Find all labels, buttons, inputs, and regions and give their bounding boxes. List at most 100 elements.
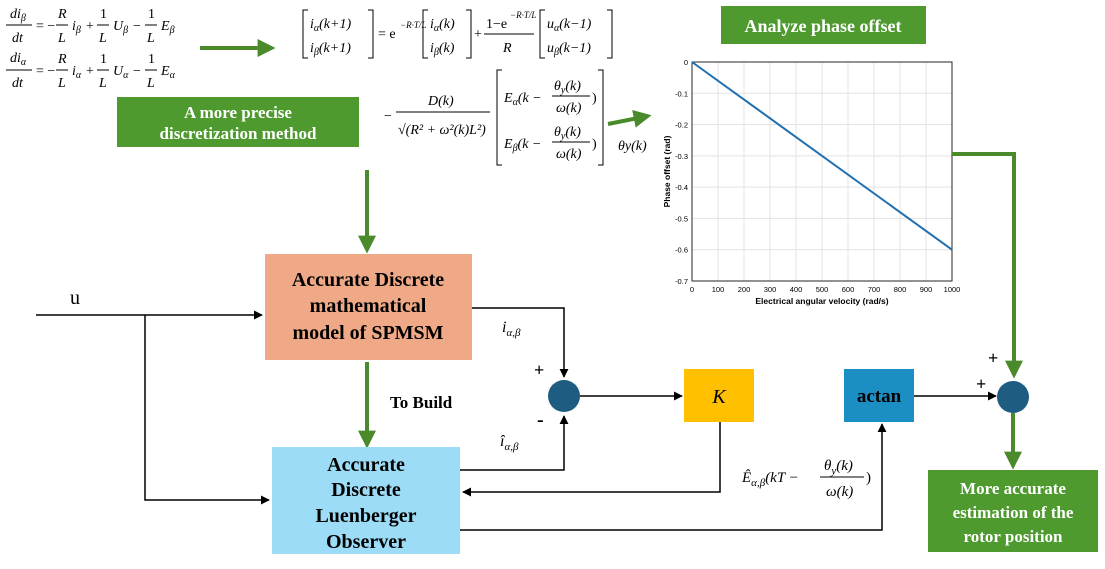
analyze-phase-box (721, 6, 926, 44)
svg-text:L: L (57, 31, 66, 46)
svg-text:1: 1 (148, 7, 155, 22)
svg-text:Eα: Eα (160, 64, 176, 81)
svg-text:ω(k): ω(k) (556, 147, 582, 162)
discrete-model-equation: iα(k+1) iβ(k+1) = e −R·T/L iα(k) iβ(k) +… (302, 9, 613, 166)
junction1-minus: - (537, 409, 544, 431)
svg-text:L: L (146, 31, 155, 46)
svg-text:dt: dt (12, 31, 24, 46)
model-current-arrow (472, 307, 569, 378)
y-tick-label: -0.5 (675, 214, 688, 223)
junction1-plus: + (534, 360, 544, 380)
svg-text:Eβ: Eβ (160, 19, 175, 36)
svg-text:L: L (98, 76, 107, 91)
x-tick-label: 100 (712, 285, 725, 294)
observer-box (272, 447, 460, 554)
svg-text:Êα,β(kT −: Êα,β(kT − (741, 469, 799, 489)
svg-text:uβ(k−1): uβ(k−1) (547, 41, 591, 58)
svg-text:−R·T/L: −R·T/L (400, 20, 426, 30)
output-line-1: More accurate (960, 479, 1066, 498)
svg-text:−: − (133, 64, 141, 79)
x-axis-label: Electrical angular velocity (rad/s) (755, 296, 888, 306)
svg-text:1: 1 (100, 52, 107, 67)
svg-text:iα(k): iα(k) (430, 17, 455, 34)
x-tick-label: 800 (894, 285, 907, 294)
discretization-line-1: A more precise (184, 103, 292, 122)
observer-current-arrow (460, 415, 569, 471)
gain-to-observer-arrow (462, 422, 721, 497)
measured-current-label: iα,β (502, 319, 521, 339)
y-tick-label: -0.7 (675, 277, 688, 286)
svg-text:Eβ(k −: Eβ(k − (503, 137, 541, 154)
svg-text:+: + (86, 64, 94, 79)
output-line-3: rotor position (963, 527, 1063, 546)
svg-text:= −: = − (36, 64, 55, 79)
svg-text:1: 1 (100, 7, 107, 22)
error-summing-junction (548, 380, 580, 412)
to-build-label: To Build (390, 393, 453, 412)
svg-text:ω(k): ω(k) (556, 101, 582, 116)
position-summing-junction (997, 381, 1029, 413)
theta-arrow (607, 109, 652, 128)
gain-box (684, 369, 754, 422)
x-tick-label: 700 (868, 285, 881, 294)
discretization-box (117, 97, 359, 147)
estimated-current-label: îα,β (500, 433, 519, 453)
svg-text:= e: = e (378, 27, 396, 42)
svg-text:R: R (57, 7, 67, 22)
x-tick-label: 900 (920, 285, 933, 294)
model-line-2: mathematical (310, 295, 427, 317)
x-tick-label: 600 (842, 285, 855, 294)
actan-label: actan (857, 386, 902, 407)
observer-line-3: Luenberger (315, 505, 416, 527)
svg-text:√(R² + ω²(k)L²): √(R² + ω²(k)L²) (398, 123, 486, 138)
svg-text:−: − (133, 19, 141, 34)
x-tick-label: 500 (816, 285, 829, 294)
svg-text:Uβ: Uβ (113, 19, 128, 36)
svg-text:θy(k): θy(k) (554, 125, 581, 142)
svg-text:R: R (57, 52, 67, 67)
input-label: u (70, 287, 80, 309)
svg-text:L: L (57, 76, 66, 91)
junction2-plus-left: + (976, 374, 986, 394)
y-tick-label: 0 (684, 58, 688, 67)
output-line-2: estimation of the (953, 503, 1074, 522)
svg-text:iβ(k): iβ(k) (430, 41, 455, 58)
y-tick-label: -0.4 (675, 183, 688, 192)
observer-line-2: Discrete (331, 479, 401, 501)
junction2-plus-top: + (988, 348, 998, 368)
svg-text:uα(k−1): uα(k−1) (547, 17, 592, 34)
svg-text:ω(k): ω(k) (826, 484, 853, 500)
x-tick-label: 300 (764, 285, 777, 294)
svg-text:1−e: 1−e (486, 17, 507, 32)
svg-text:θy(k): θy(k) (554, 79, 581, 96)
input-to-observer-arrow (144, 315, 270, 505)
svg-text:iβ: iβ (72, 19, 81, 36)
svg-text:iβ(k+1): iβ(k+1) (310, 41, 351, 58)
svg-text:L: L (146, 76, 155, 91)
model-line-1: Accurate Discrete (292, 269, 444, 291)
theta-label: θy(k) (618, 139, 647, 154)
x-tick-label: 400 (790, 285, 803, 294)
svg-text:+: + (86, 19, 94, 34)
emf-to-actan-arrow (460, 423, 887, 531)
svg-text:Uα: Uα (113, 64, 129, 81)
svg-text:): ) (866, 470, 871, 486)
emf-estimate-label: Êα,β(kT − θy(k) ω(k) ) (741, 458, 871, 500)
y-tick-label: -0.6 (675, 246, 688, 255)
x-tick-label: 1000 (944, 285, 961, 294)
x-tick-label: 200 (738, 285, 751, 294)
observer-line-4: Observer (326, 531, 406, 553)
svg-text:= −: = − (36, 19, 55, 34)
continuous-model-equations: diβ dt = − R L iβ + 1 L Uβ − 1 L Eβ diα … (6, 7, 176, 91)
y-tick-label: -0.1 (675, 89, 688, 98)
model-line-3: model of SPMSM (292, 322, 443, 344)
svg-text:L: L (98, 31, 107, 46)
series-line-0 (691, 61, 953, 251)
discretization-line-2: discretization method (160, 124, 317, 143)
svg-text:): ) (592, 91, 597, 106)
actan-box (844, 369, 914, 422)
observer-line-1: Accurate (327, 454, 405, 476)
